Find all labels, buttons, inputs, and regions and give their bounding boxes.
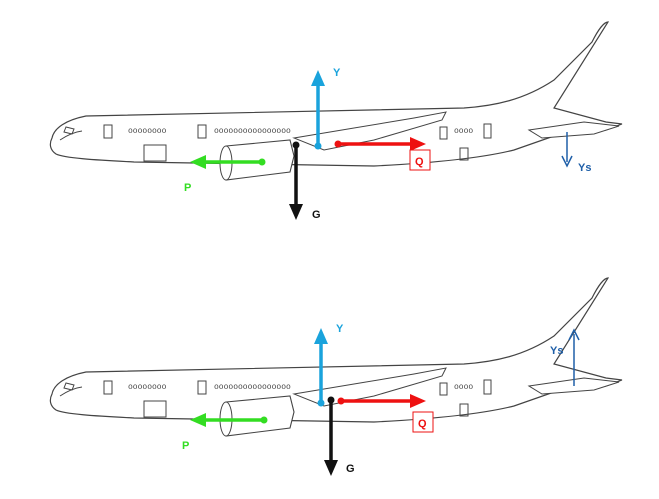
thrust-label-top: P [184, 182, 191, 194]
weight-label-top: G [312, 209, 321, 221]
tail-force-arrowhead-bottom [568, 328, 580, 341]
drag-origin-top [334, 140, 342, 148]
airplane-bottom [49, 277, 623, 437]
tail-force-label-top: Ys [578, 162, 591, 174]
weight-arrowhead-top [289, 204, 303, 220]
drag-origin-bottom [337, 397, 345, 405]
weight-origin-top [292, 141, 300, 149]
drag-arrowhead-bottom [410, 394, 426, 408]
diagram-bottom: Y Q P G Ys [49, 277, 623, 476]
drag-label-top: Q [415, 156, 424, 168]
lift-label-top: Y [333, 67, 341, 79]
tail-force-arrowhead-top [561, 155, 573, 168]
lift-origin-top [314, 142, 322, 150]
thrust-origin-top [258, 158, 266, 166]
diagram-top: Y Q P G Ys [49, 21, 623, 221]
lift-label-bottom: Y [336, 323, 344, 335]
thrust-arrowhead-top [190, 155, 206, 169]
drag-arrowhead-top [410, 137, 426, 151]
drag-label-bottom: Q [418, 418, 427, 430]
lift-arrowhead-bottom [314, 328, 328, 344]
thrust-origin-bottom [260, 416, 268, 424]
lift-origin-bottom [317, 399, 325, 407]
thrust-arrowhead-bottom [190, 413, 206, 427]
lift-arrowhead-top [311, 70, 325, 86]
drag-label-box-bottom [412, 411, 434, 433]
weight-label-bottom: G [346, 463, 355, 475]
tail-force-label-bottom: Ys [550, 345, 563, 357]
drag-label-box-top [409, 149, 431, 171]
airplane-top [49, 21, 623, 181]
weight-arrowhead-bottom [324, 460, 338, 476]
thrust-label-bottom: P [182, 440, 189, 452]
weight-origin-bottom [327, 396, 335, 404]
